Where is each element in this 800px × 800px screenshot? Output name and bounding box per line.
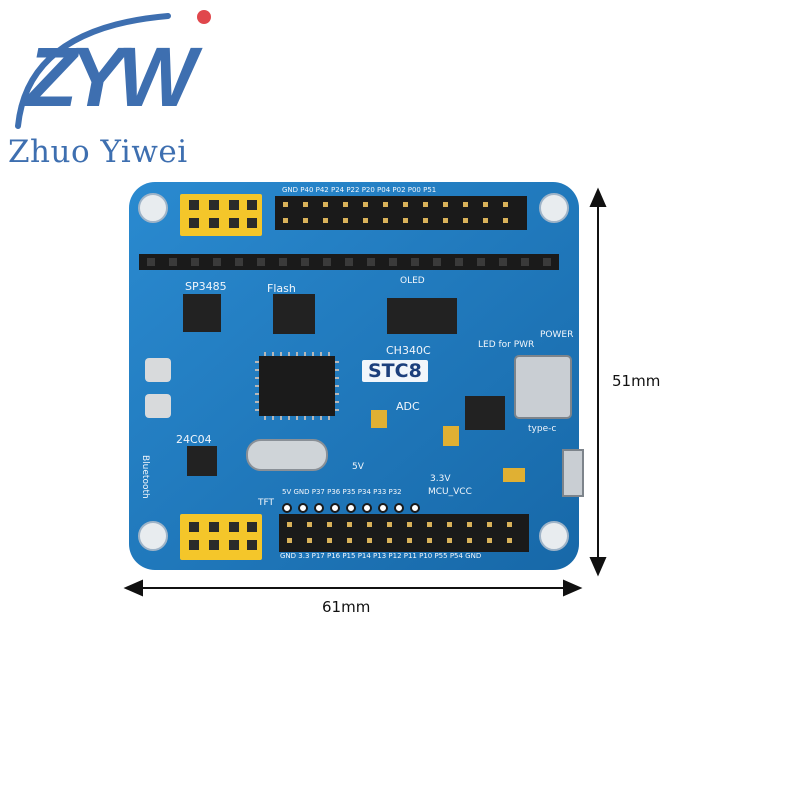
5v-label: 5V [352, 462, 364, 472]
ch340c-chip [387, 298, 457, 334]
flash-label: Flash [267, 282, 296, 295]
pcb-board [129, 182, 584, 570]
top-pin-header [275, 196, 527, 230]
tft-label: TFT [258, 498, 275, 508]
board-substrate [129, 182, 579, 570]
bottom-pin-header [279, 514, 529, 552]
24c04-chip [187, 446, 217, 476]
width-arrow-head-right [563, 579, 583, 597]
capacitor [371, 410, 387, 428]
logo-dot [197, 10, 211, 24]
power-switch [562, 449, 584, 497]
bottom-header-pin-labels: GND 3.3 P17 P16 P15 P14 P13 P12 P11 P10 … [280, 552, 482, 560]
3v3-label: 3.3V [430, 474, 451, 484]
ch340c-label: CH340C [386, 344, 431, 357]
top-header-pin-labels: GND P40 P42 P24 P22 P20 P04 P02 P00 P51 [282, 186, 437, 194]
long-pin-header [139, 254, 559, 270]
yellow-header-bottom [180, 514, 262, 560]
led-for-pwr-label: LED for PWR [478, 340, 535, 350]
mounting-holes [138, 193, 569, 551]
width-arrow-head-left [123, 579, 143, 597]
brand-name: Zhuo Yiwei [8, 134, 188, 170]
capacitor [443, 426, 459, 446]
flash-chip [273, 294, 315, 334]
mcu-chip [255, 352, 339, 420]
mid-pin-header [282, 503, 420, 513]
regulator-chip [465, 396, 505, 430]
height-arrow-head-top [589, 187, 607, 207]
button-s2 [145, 394, 171, 418]
type-c-label: type-c [528, 424, 557, 434]
sp3485-chip [183, 294, 221, 332]
mcu-vcc-label: MCU_VCC [428, 487, 472, 497]
yellow-header-top [180, 194, 262, 236]
height-arrow-head-bottom [589, 557, 607, 577]
adc-label: ADC [396, 400, 420, 413]
height-dimension-label: 51mm [612, 372, 661, 390]
usb-type-c-connector [514, 355, 572, 419]
button-s3 [145, 358, 171, 382]
width-dimension-label: 61mm [322, 598, 371, 616]
oled-label: OLED [400, 276, 425, 286]
mid-header-pin-labels: 5V GND P37 P36 P35 P34 P33 P32 [282, 488, 402, 496]
zyw-logo: ZYW [15, 10, 211, 129]
crystal-oscillator [246, 439, 328, 471]
capacitor [503, 468, 525, 482]
logo-letters: ZYW [24, 30, 203, 124]
24c04-label: 24C04 [176, 433, 212, 446]
sp3485-label: SP3485 [185, 280, 227, 293]
mcu-label: STC8 [362, 360, 428, 382]
power-label: POWER [540, 330, 574, 340]
